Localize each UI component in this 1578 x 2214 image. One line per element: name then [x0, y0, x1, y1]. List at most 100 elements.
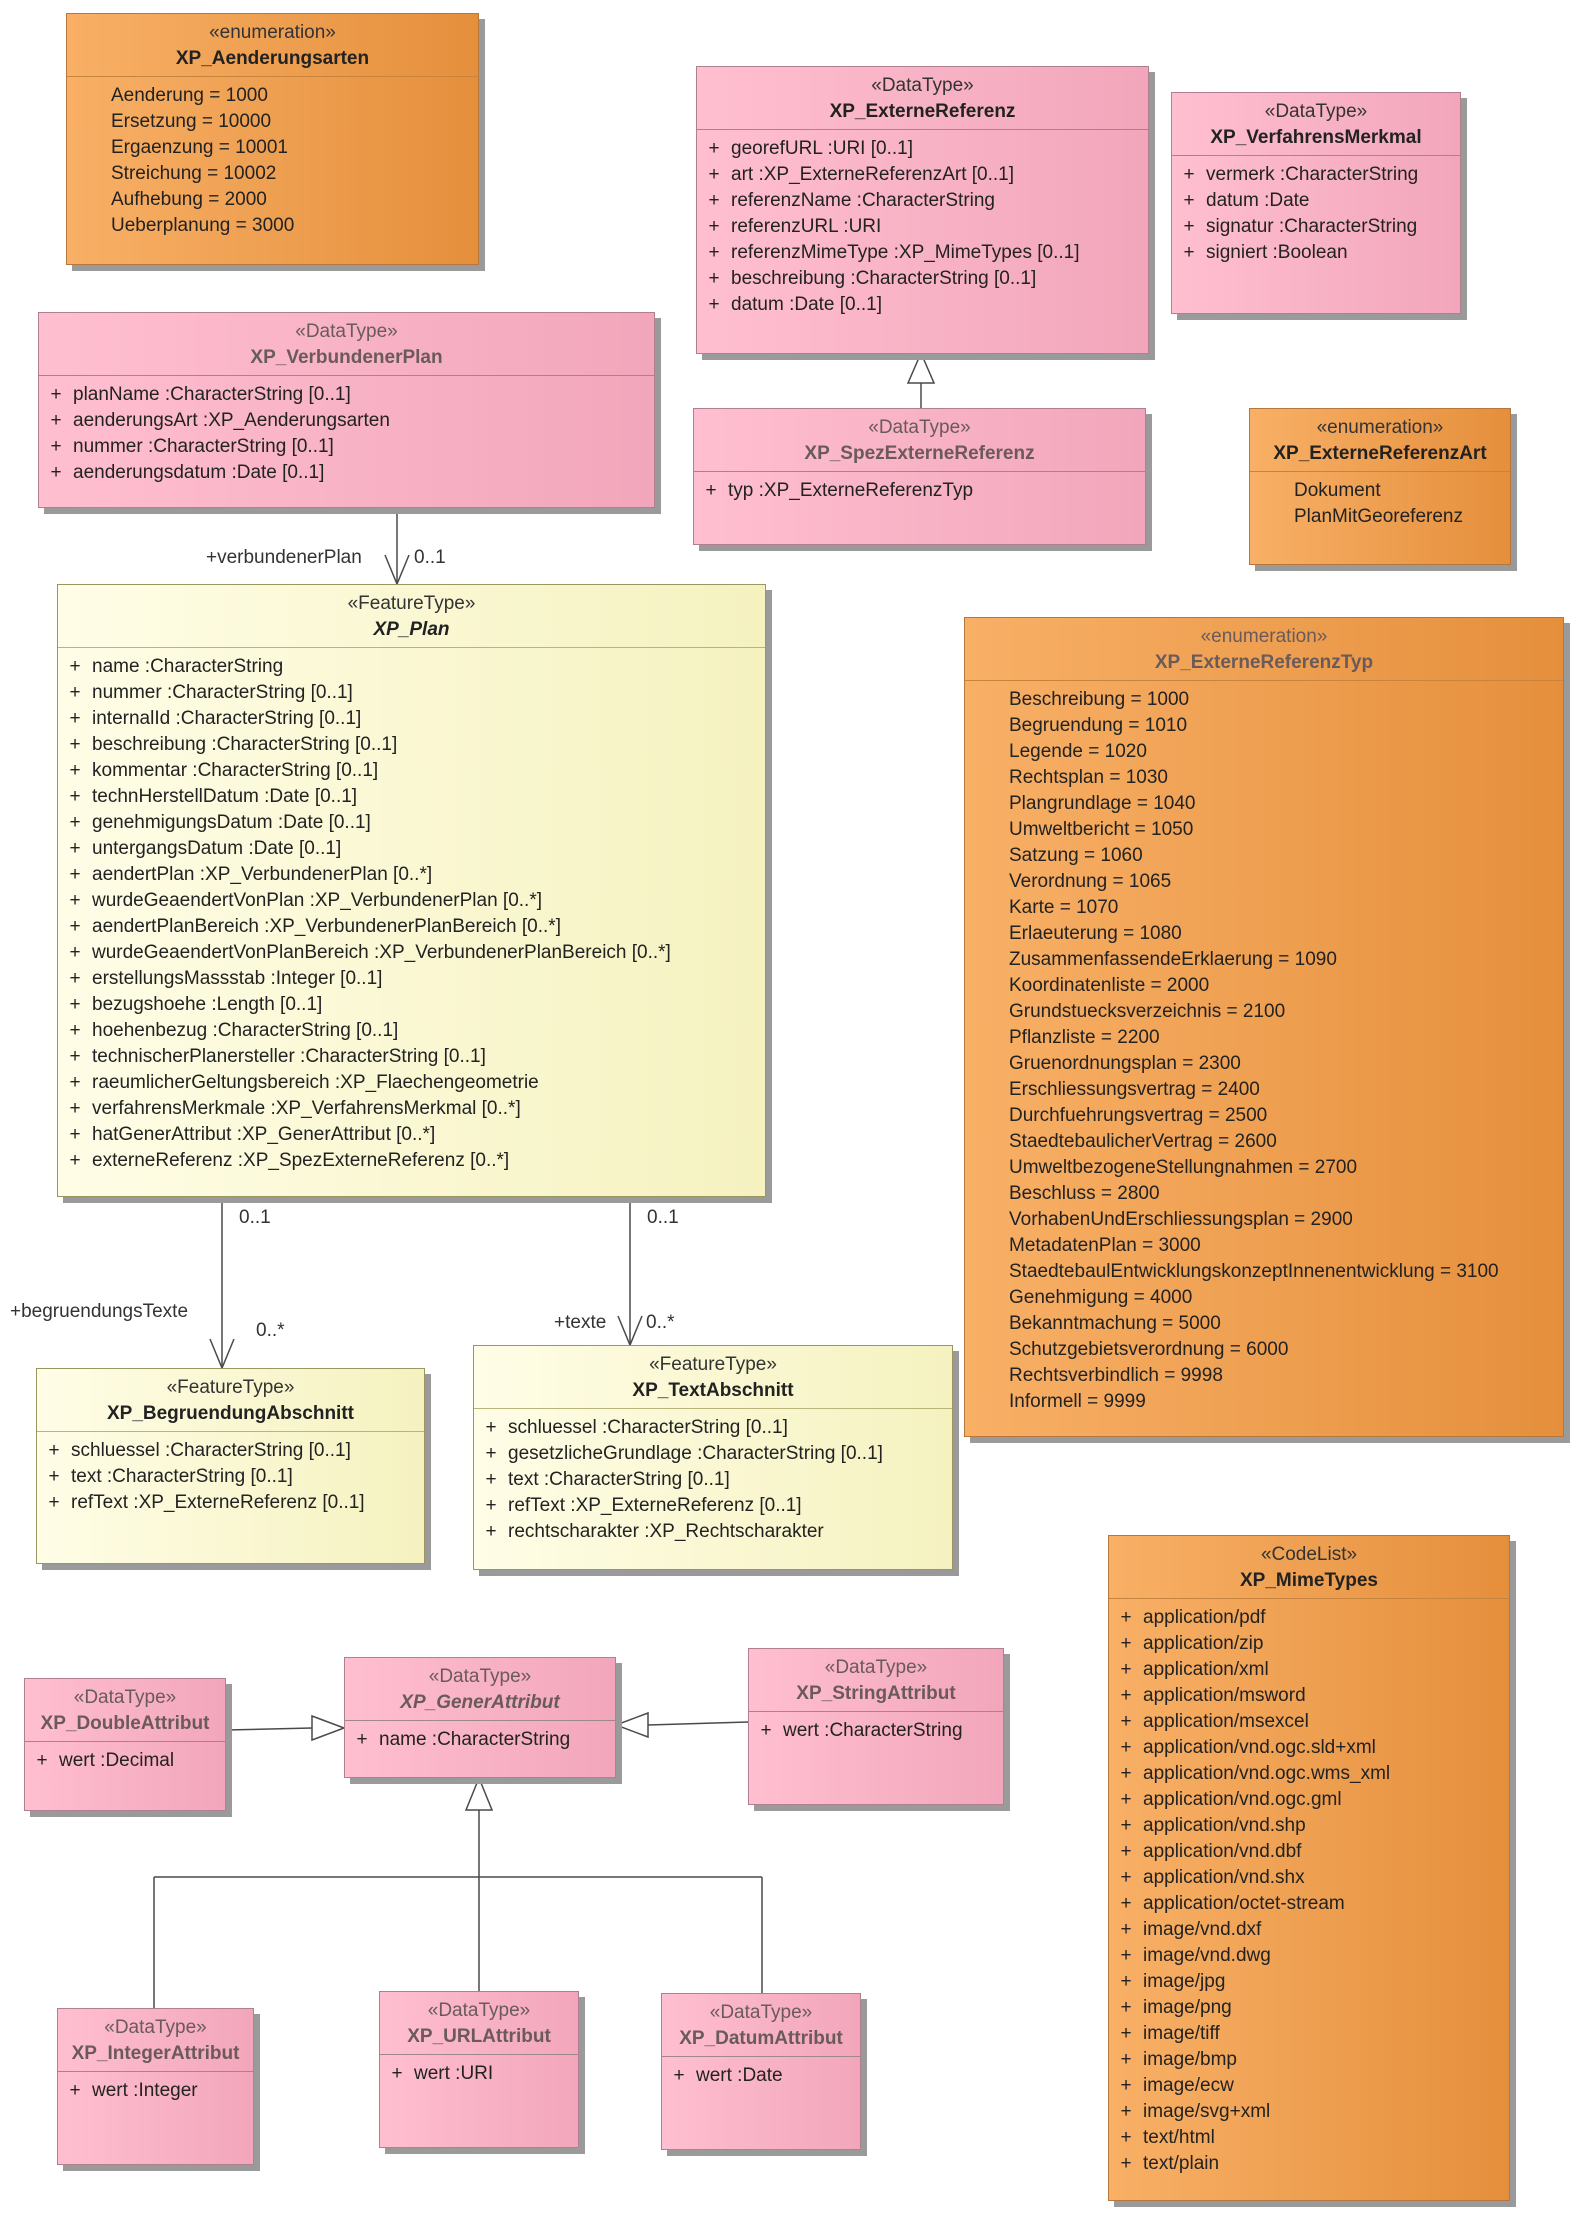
enum-literal: Legende = 1020 — [1009, 741, 1147, 762]
attribute-row: + text/html — [1109, 2125, 1509, 2151]
attribute-text: application/zip — [1143, 1633, 1264, 1654]
attribute-text: schluessel :CharacterString [0..1] — [71, 1440, 351, 1461]
attribute-text: planName :CharacterString [0..1] — [73, 384, 351, 405]
visibility-marker: + — [708, 294, 720, 315]
visibility-marker: + — [708, 190, 720, 211]
visibility-marker: + — [1120, 2153, 1132, 2174]
class-xp-mime-types[interactable]: «CodeList» XP_MimeTypes +application/pdf… — [1108, 1535, 1510, 2201]
visibility-marker: + — [708, 216, 720, 237]
enum-literal: Beschreibung = 1000 — [1009, 689, 1190, 710]
class-xp-begruendung-abschnitt[interactable]: «FeatureType» XP_BegruendungAbschnitt +s… — [36, 1368, 425, 1564]
class-xp-spez-externe-referenz[interactable]: «DataType» XP_SpezExterneReferenz +typ :… — [693, 408, 1146, 545]
enum-literal: Dokument — [1294, 480, 1381, 501]
enum-literal: Rechtsplan = 1030 — [1009, 767, 1168, 788]
attribute-text: application/pdf — [1143, 1607, 1266, 1628]
attribute-text: art :XP_ExterneReferenzArt [0..1] — [731, 164, 1015, 185]
visibility-marker: + — [1120, 1815, 1132, 1836]
class-xp-string-attribut[interactable]: «DataType» XP_StringAttribut +wert :Char… — [748, 1648, 1004, 1805]
attribute-text: application/msword — [1143, 1685, 1306, 1706]
attribute-row: + aendertPlanBereich :XP_VerbundenerPlanB… — [58, 914, 765, 940]
class-xp-gener-attribut[interactable]: «DataType» XP_GenerAttribut +name :Chara… — [344, 1657, 616, 1778]
enum-literal: PlanMitGeoreferenz — [1294, 506, 1463, 527]
attribute-row: +image/vnd.dxf — [1109, 1917, 1509, 1943]
attribute-text: nummer :CharacterString [0..1] — [92, 682, 353, 703]
enum-literal: Streichung = 10002 — [111, 163, 277, 184]
class-xp-externe-referenz[interactable]: «DataType» XP_ExterneReferenz +georefURL… — [696, 66, 1149, 354]
attribute-row: +name :CharacterString — [345, 1727, 615, 1753]
attribute-text: image/vnd.dwg — [1143, 1945, 1271, 1966]
class-xp-aenderungsarten[interactable]: «enumeration» XP_Aenderungsarten Aenderu… — [66, 13, 479, 265]
attribute-text: vermerk :CharacterString — [1206, 164, 1419, 185]
attribute-list: +schluessel :CharacterString [0..1] +tex… — [37, 1431, 424, 1524]
attribute-text: image/tiff — [1143, 2023, 1220, 2044]
visibility-marker: + — [69, 734, 81, 755]
attribute-list: +name :CharacterString + nummer :Characte… — [58, 647, 765, 1182]
attribute-row: +beschreibung :CharacterString [0..1] — [58, 732, 765, 758]
attribute-row: +image/jpg — [1109, 1969, 1509, 1995]
attribute-text: application/msexcel — [1143, 1711, 1309, 1732]
attribute-row: +referenzMimeType :XP_MimeTypes [0..1] — [697, 240, 1148, 266]
attribute-row: +hoehenbezug :CharacterString [0..1] — [58, 1018, 765, 1044]
class-xp-externe-referenz-typ[interactable]: «enumeration» XP_ExterneReferenzTyp Besc… — [964, 617, 1564, 1437]
class-xp-verbundener-plan[interactable]: «DataType» XP_VerbundenerPlan +planName … — [38, 312, 655, 508]
visibility-marker: + — [485, 1521, 497, 1542]
attribute-text: application/vnd.shp — [1143, 1815, 1306, 1836]
visibility-marker: + — [708, 242, 720, 263]
attribute-text: image/bmp — [1143, 2049, 1237, 2070]
class-xp-externe-referenz-art[interactable]: «enumeration» XP_ExterneReferenzArt Doku… — [1249, 408, 1511, 565]
attribute-text: typ :XP_ExterneReferenzTyp — [728, 480, 974, 501]
class-xp-plan[interactable]: «FeatureType» XP_Plan +name :CharacterSt… — [57, 584, 766, 1197]
attribute-row: +image/ecw — [1109, 2073, 1509, 2099]
visibility-marker: + — [708, 268, 720, 289]
attribute-text: text/plain — [1143, 2153, 1220, 2174]
role-label-verbundener-plan: +verbundenerPlan — [206, 547, 362, 568]
attribute-row: +signatur :CharacterString — [1172, 214, 1460, 240]
visibility-marker: + — [69, 1124, 81, 1145]
enum-literal: StaedtebaulicherVertrag = 2600 — [1009, 1131, 1277, 1152]
attribute-list: +wert :URI — [380, 2054, 578, 2095]
class-xp-text-abschnitt[interactable]: «FeatureType» XP_TextAbschnitt +schluess… — [473, 1345, 953, 1570]
visibility-marker: + — [1120, 1945, 1132, 1966]
attribute-row: +aenderungsdatum :Date [0..1] — [39, 460, 654, 486]
class-xp-datum-attribut[interactable]: «DataType» XP_DatumAttribut +wert :Date — [661, 1993, 861, 2150]
multiplicity-texte-source: 0..1 — [647, 1207, 679, 1228]
attribute-row: +externeReferenz :XP_SpezExterneReferenz… — [58, 1148, 765, 1174]
class-name: XP_DatumAttribut — [679, 2028, 843, 2049]
class-xp-double-attribut[interactable]: «DataType» XP_DoubleAttribut +wert :Deci… — [24, 1678, 226, 1811]
generalization-triangle-tree — [464, 1776, 494, 1811]
class-xp-url-attribut[interactable]: «DataType» XP_URLAttribut +wert :URI — [379, 1991, 579, 2148]
enum-literal: StaedtebaulEntwicklungskonzeptInnenentwi… — [1009, 1261, 1499, 1282]
attribute-row: +refText :XP_ExterneReferenz [0..1] — [474, 1493, 952, 1519]
attribute-list: +wert :Integer — [58, 2071, 253, 2112]
attribute-text: schluessel :CharacterString [0..1] — [508, 1417, 788, 1438]
visibility-marker: + — [69, 968, 81, 989]
attribute-text: aendertPlanBereich :XP_VerbundenerPlanBe… — [92, 916, 561, 937]
visibility-marker: + — [1120, 1659, 1132, 1680]
attribute-row: +name :CharacterString — [58, 654, 765, 680]
attribute-row: +application/zip — [1109, 1631, 1509, 1657]
class-name: XP_TextAbschnitt — [632, 1380, 794, 1401]
visibility-marker: + — [48, 1466, 60, 1487]
class-xp-verfahrens-merkmal[interactable]: «DataType» XP_VerfahrensMerkmal +vermerk… — [1171, 92, 1461, 314]
attribute-row: + typ :XP_ExterneReferenzTyp — [694, 478, 1145, 504]
attribute-text: referenzName :CharacterString — [731, 190, 995, 211]
visibility-marker: + — [705, 480, 717, 501]
enum-literal: Karte = 1070 — [1009, 897, 1119, 918]
enum-literal: Aufhebung = 2000 — [111, 189, 267, 210]
visibility-marker: + — [1120, 1711, 1132, 1732]
visibility-marker: + — [1183, 242, 1195, 263]
visibility-marker: + — [1120, 1919, 1132, 1940]
enum-literal: Plangrundlage = 1040 — [1009, 793, 1196, 814]
visibility-marker: + — [69, 916, 81, 937]
attribute-row: +rechtscharakter :XP_Rechtscharakter — [474, 1519, 952, 1545]
class-xp-integer-attribut[interactable]: «DataType» XP_IntegerAttribut +wert :Int… — [57, 2008, 254, 2165]
attribute-text: signiert :Boolean — [1206, 242, 1348, 263]
attribute-text: image/jpg — [1143, 1971, 1226, 1992]
attribute-text: hatGenerAttribut :XP_GenerAttribut [0..*… — [92, 1124, 436, 1145]
attribute-row: + referenzName :CharacterString — [697, 188, 1148, 214]
visibility-marker: + — [50, 410, 62, 431]
attribute-text: kommentar :CharacterString [0..1] — [92, 760, 379, 781]
attribute-text: text/html — [1143, 2127, 1215, 2148]
visibility-marker: + — [1120, 2127, 1132, 2148]
